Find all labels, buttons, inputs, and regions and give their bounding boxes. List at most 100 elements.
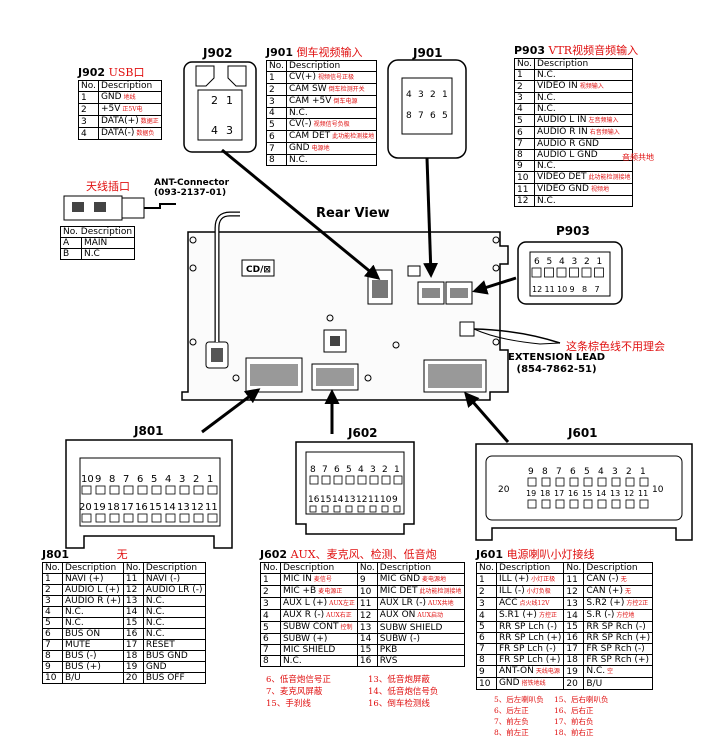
pin-description-text: RR SP Rch (+)	[586, 633, 651, 643]
pin-description-text: AUX ON	[379, 610, 416, 620]
pin-description: FR SP Lch (+)	[495, 654, 565, 666]
pin-description: SUBW (-)	[376, 633, 465, 645]
pin-description-text: MIC DET	[379, 586, 418, 596]
pin-description: FR SP Rch (-)	[583, 643, 654, 655]
head-unit-rear: CD/⊠	[181, 211, 561, 401]
connector-pin-socket	[81, 513, 92, 523]
pin-description-text: SUBW CONT	[282, 622, 339, 632]
connector-pin-number: 8	[542, 467, 548, 477]
pin-description: BUS (-)	[61, 650, 124, 662]
pin-description-text: N.C.	[282, 656, 302, 666]
note-text: 7、麦克风屏蔽	[266, 687, 323, 697]
pin-number: 8	[476, 654, 497, 666]
pin-description-text: ILL (-)	[498, 586, 525, 596]
connector-pin-number: 1	[640, 467, 646, 477]
pin-number: 15	[563, 621, 585, 633]
pin-number: 11	[514, 183, 535, 196]
pin-description-text: CAM +5V	[288, 96, 332, 106]
extension-title: EXTENSION LEAD	[508, 352, 606, 363]
connector-pin-number: 16	[308, 495, 320, 505]
pin-annotation: 天线电源	[535, 668, 560, 675]
pin-description: MAIN	[80, 237, 136, 249]
pin-number: 7	[42, 639, 63, 651]
pin-description: FR SP Rch (+)	[583, 654, 654, 666]
connector-pin-socket	[569, 267, 579, 278]
pin-number: 3	[514, 92, 535, 104]
pin-description-text: N.C.	[145, 596, 165, 606]
pin-number: 2	[514, 80, 535, 93]
pin-annotation: 视频输入	[579, 83, 604, 90]
pin-description-text: CAM SW	[288, 84, 327, 94]
pin-description-text: AUX R (-)	[282, 610, 325, 620]
pin-annotation: 数据正	[140, 118, 159, 125]
connector-pin-socket	[123, 513, 134, 523]
header-row: No. Description	[59, 226, 136, 238]
j901-pin-8: 8	[406, 111, 412, 121]
pin-description: DATA(+)数据正	[97, 115, 162, 128]
pin-number: 6	[266, 130, 287, 143]
pin-number: 20	[563, 677, 585, 690]
pin-number: 7	[266, 142, 287, 155]
connector-pin-number: 4	[358, 465, 364, 475]
connector-pin-socket	[345, 505, 353, 513]
connector-pin-number: 12	[624, 489, 634, 498]
pin-number: 7	[260, 644, 281, 656]
pin-number: 8	[514, 149, 535, 161]
column-header: Description	[285, 60, 378, 72]
header-row: No.Description	[514, 58, 634, 70]
pin-description: MUTE	[61, 639, 124, 651]
connector-pin-socket	[357, 505, 365, 513]
pin-number: 4	[42, 606, 63, 618]
pin-description-text: CAN (+)	[586, 586, 623, 596]
p903-title: P903	[514, 44, 546, 57]
pin-number: 17	[122, 639, 144, 651]
pin-description-text: S.R2 (+)	[586, 598, 625, 608]
header-row: No.Description	[78, 80, 162, 92]
pin-number: 1	[260, 573, 281, 586]
j801-cn: 无	[116, 548, 128, 561]
ant-title-block: ANT-Connector (093-2137-01)	[154, 178, 229, 198]
connector-pin-number: 1	[597, 257, 603, 267]
pin-description: RR SP Lch (+)	[495, 632, 565, 644]
j901-pin-3: 3	[418, 90, 424, 100]
connector-pin-number: 16	[568, 489, 578, 498]
connector-pin-number: 7	[322, 465, 328, 475]
j601-title: J601	[476, 548, 504, 561]
pin-number: 9	[476, 665, 497, 678]
pin-number: 12	[514, 195, 535, 207]
connector-pin-socket	[527, 477, 537, 487]
pin-description-text: BUS (-)	[64, 651, 97, 661]
connector-pin-socket	[597, 499, 607, 509]
pin-description-text: MUTE	[64, 640, 91, 650]
pin-description: RESET	[142, 639, 206, 651]
pin-number: 6	[260, 633, 281, 645]
connector-pin-socket	[393, 505, 401, 513]
connector-pin-number: 7	[556, 467, 562, 477]
pin-annotation: AUX启动	[417, 612, 444, 619]
connector-pin-socket	[381, 505, 389, 513]
pin-description: ILL (+)小灯正极	[495, 573, 565, 586]
pin-annotation: 视频信号负极	[313, 121, 350, 128]
pin-description: BUS OFF	[142, 672, 206, 684]
pin-number: 10	[356, 585, 378, 598]
pin-description-text: B/U	[64, 673, 81, 683]
